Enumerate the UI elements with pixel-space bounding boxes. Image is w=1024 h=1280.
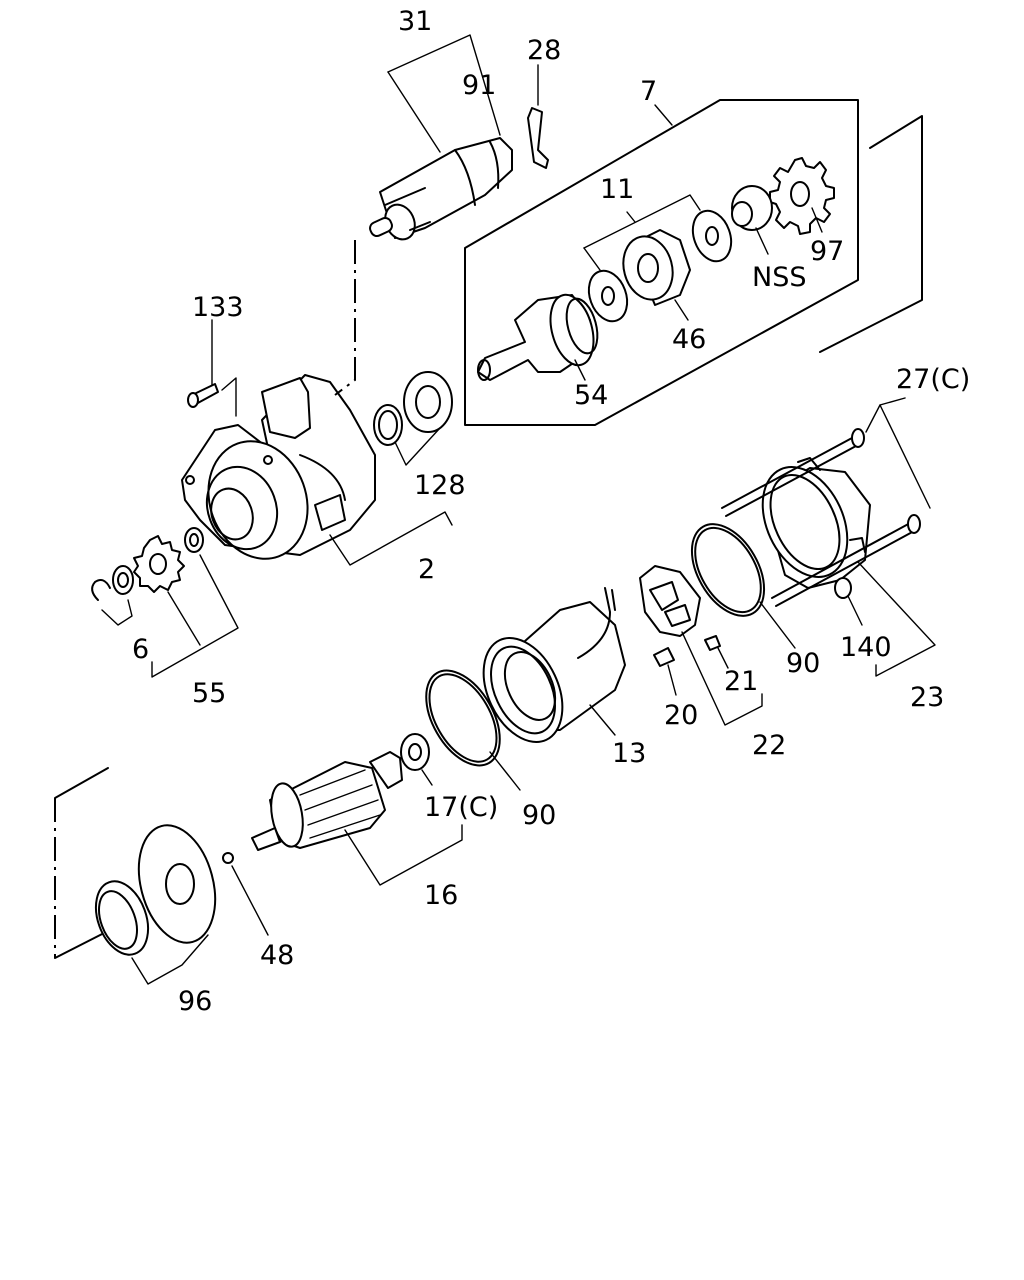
through-bolt-lower[interactable]: [771, 514, 921, 607]
callout-2: 2: [418, 554, 435, 585]
bearing[interactable]: [373, 371, 453, 466]
pinion-assembly-bracket: [464, 99, 923, 426]
callout-21: 21: [724, 666, 758, 697]
callout-133: 133: [192, 292, 244, 323]
leader-lines-31: [387, 34, 501, 153]
armature[interactable]: [251, 751, 463, 886]
stop-collar[interactable]: [112, 565, 134, 595]
solenoid-switch[interactable]: [368, 137, 513, 244]
steel-ball[interactable]: [222, 852, 269, 936]
leader-lines-23: [857, 561, 936, 677]
drive-housing[interactable]: [181, 374, 376, 573]
callout-48: 48: [260, 940, 294, 971]
through-bolt-upper[interactable]: [721, 428, 865, 517]
o-ring-upper[interactable]: [677, 512, 796, 649]
callout-140: 140: [840, 632, 892, 663]
callout-17c: 17(C): [424, 792, 498, 823]
idler-gear[interactable]: [133, 535, 185, 593]
callout-11: 11: [600, 174, 634, 205]
callout-16: 16: [424, 880, 458, 911]
rear-cover[interactable]: [746, 453, 871, 590]
callout-7: 7: [640, 76, 657, 107]
screw[interactable]: [187, 319, 237, 417]
callout-23: 23: [910, 682, 944, 713]
callout-97: 97: [810, 236, 844, 267]
lead-wire[interactable]: [527, 64, 549, 169]
bushing-nss[interactable]: [731, 185, 773, 255]
callout-22: 22: [752, 730, 786, 761]
callout-28: 28: [527, 35, 561, 66]
callout-128: 128: [414, 470, 466, 501]
washer-pair[interactable]: [582, 194, 738, 327]
leader-lines-6-55: [101, 554, 239, 678]
callout-54: 54: [574, 380, 608, 411]
callout-55: 55: [192, 678, 226, 709]
callout-labels: 31 91 28 7 11 97 NSS 46 54 133 128 2 6 5…: [132, 6, 970, 1017]
callout-96: 96: [178, 986, 212, 1017]
yoke-field-coil[interactable]: [468, 587, 626, 755]
callout-20: 20: [664, 700, 698, 731]
roller[interactable]: [184, 527, 204, 553]
pinion-gear[interactable]: [769, 157, 835, 235]
callout-nss: NSS: [752, 262, 806, 293]
callout-90-lower: 90: [522, 800, 556, 831]
brush-spring[interactable]: [704, 635, 729, 669]
callout-27c: 27(C): [896, 364, 970, 395]
armature-bearing[interactable]: [400, 733, 433, 786]
leader-lines-22: [681, 631, 763, 726]
callout-91: 91: [462, 70, 496, 101]
overrunning-clutch[interactable]: [617, 229, 691, 321]
o-ring-lower[interactable]: [411, 658, 521, 791]
end-cap-seal[interactable]: [86, 874, 209, 985]
brush[interactable]: [653, 647, 677, 696]
callout-6: 6: [132, 634, 149, 665]
brush-holder[interactable]: [639, 565, 701, 637]
callout-13: 13: [612, 738, 646, 769]
callout-90-upper: 90: [786, 648, 820, 679]
nut[interactable]: [834, 577, 863, 626]
leader-lines-27: [865, 397, 931, 509]
callout-31: 31: [398, 6, 432, 37]
leader-lines-2: [329, 511, 453, 566]
snap-ring[interactable]: [91, 579, 111, 601]
end-cap-bracket: [54, 767, 111, 959]
end-cap[interactable]: [127, 817, 228, 952]
callout-46: 46: [672, 324, 706, 355]
alignment-line-solenoid: [334, 240, 356, 396]
pinion-shaft[interactable]: [477, 290, 603, 381]
